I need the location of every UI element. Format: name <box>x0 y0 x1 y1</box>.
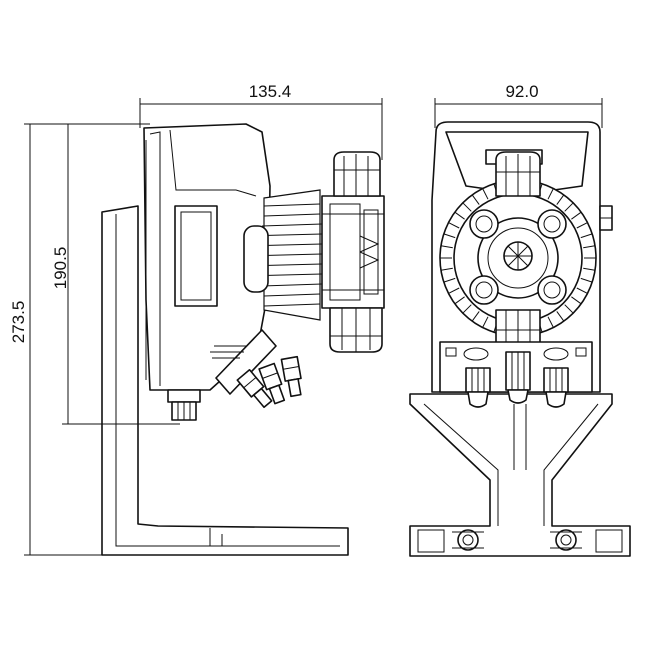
front-upper-valve <box>495 151 541 197</box>
ring-rib <box>440 245 453 249</box>
ring-rib <box>454 296 465 305</box>
dimension-label-body-height: 190.5 <box>51 247 70 290</box>
dimension-overall-height: 273.5 <box>9 123 150 556</box>
side-pump-head <box>321 195 385 309</box>
front-cable-glands <box>465 351 569 408</box>
ring-rib <box>576 287 588 294</box>
ring-rib <box>443 277 456 283</box>
ring-rib <box>454 211 465 220</box>
dimension-body-height: 190.5 <box>51 123 180 425</box>
ring-rib <box>571 211 582 220</box>
ring-rib <box>547 316 554 328</box>
ring-rib <box>471 194 480 205</box>
ring-rib <box>462 304 472 314</box>
ring-rib <box>462 202 472 212</box>
ring-rib <box>547 188 554 200</box>
ring-rib <box>443 233 456 239</box>
ring-rib <box>583 267 596 271</box>
ring-rib <box>583 245 596 249</box>
side-lower-valve <box>329 307 383 353</box>
front-stand <box>409 393 631 557</box>
ring-rib <box>564 202 574 212</box>
side-view <box>101 123 385 556</box>
dimension-front-width: 92.0 <box>434 82 603 128</box>
ring-rib <box>440 267 453 271</box>
side-display-window <box>174 205 218 307</box>
ring-rib <box>580 233 593 239</box>
ring-rib <box>580 277 593 283</box>
side-upper-valve <box>333 151 381 197</box>
ring-rib <box>576 222 588 229</box>
dimension-side-width: 135.4 <box>139 82 383 160</box>
side-bottom-gland <box>167 389 201 421</box>
front-head-bolts <box>469 209 567 305</box>
side-cooling-fins <box>243 189 323 321</box>
side-cable-glands <box>210 329 302 409</box>
side-bracket <box>101 205 349 556</box>
dimension-label-front-width: 92.0 <box>505 82 538 101</box>
dimension-label-overall-height: 273.5 <box>9 301 28 344</box>
ring-rib <box>482 188 489 200</box>
front-view <box>409 121 631 557</box>
ring-rib <box>564 304 574 314</box>
ring-rib <box>571 296 582 305</box>
ring-rib <box>448 222 460 229</box>
ring-rib <box>556 194 565 205</box>
ring-rib <box>448 287 460 294</box>
front-center-hub <box>503 241 533 271</box>
ring-rib <box>556 311 565 322</box>
front-base-mounting-holes <box>452 529 582 551</box>
dimension-label-side-width: 135.4 <box>249 82 292 101</box>
ring-rib <box>482 316 489 328</box>
ring-rib <box>471 311 480 322</box>
